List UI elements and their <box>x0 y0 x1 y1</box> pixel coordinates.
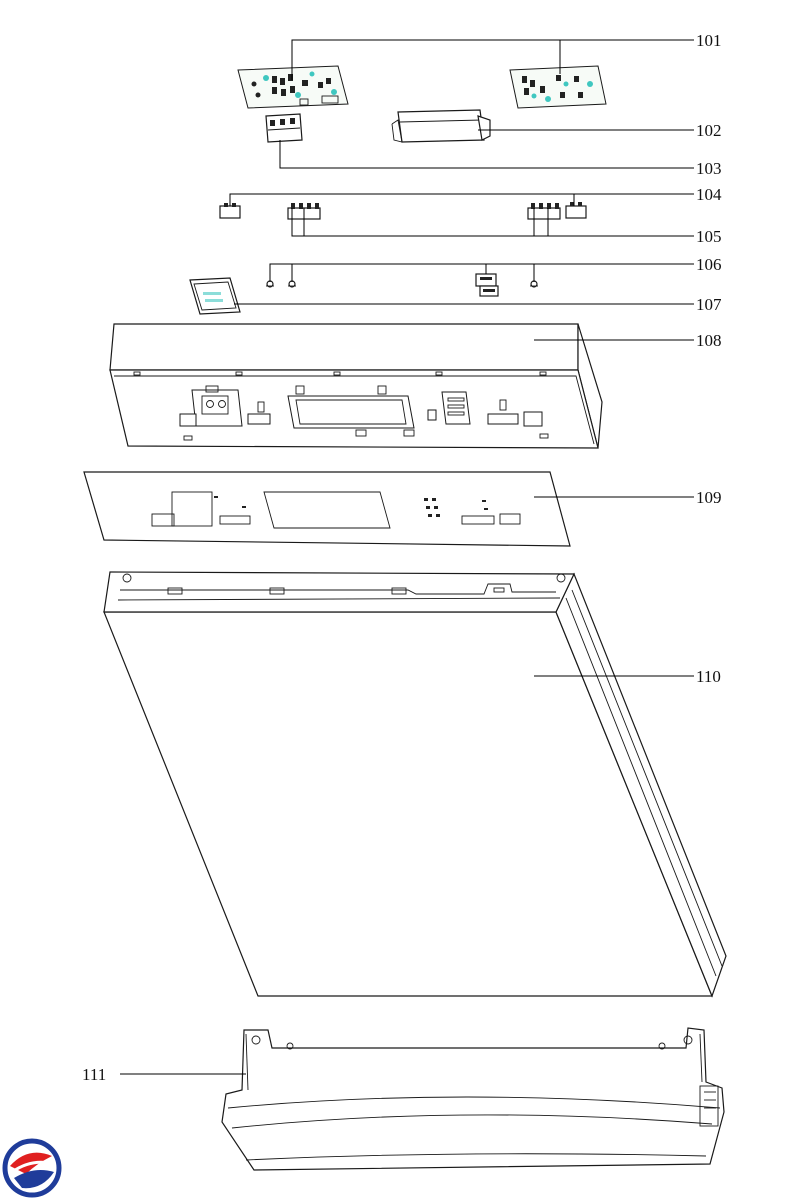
part-109-decor-panel <box>83 471 571 547</box>
part-101-control-board-right <box>509 65 607 109</box>
part-102-display-module <box>391 109 491 143</box>
callout-111: 111 <box>82 1065 106 1084</box>
callout-102: 102 <box>696 121 722 140</box>
part-110-outer-door <box>103 571 727 998</box>
brand-swirl-icon <box>2 1138 62 1198</box>
callout-109: 109 <box>696 488 722 507</box>
leader-104 <box>229 193 694 206</box>
part-103-connector <box>265 113 303 143</box>
leader-105 <box>291 208 694 237</box>
callout-108: 108 <box>696 331 722 350</box>
part-108-control-housing <box>109 323 603 449</box>
part-101-control-board-left <box>237 65 349 109</box>
part-107-keypad-cover <box>189 277 241 315</box>
callout-106: 106 <box>696 255 722 274</box>
callout-labels: 101 102 103 104 105 106 107 108 109 110 … <box>82 31 722 1084</box>
leader-106 <box>269 263 694 282</box>
part-104-switch-right <box>565 202 587 219</box>
callout-107: 107 <box>696 295 722 314</box>
callout-103: 103 <box>696 159 722 178</box>
callout-104: 104 <box>696 185 722 204</box>
leader-lines <box>120 39 694 1075</box>
callout-105: 105 <box>696 227 722 246</box>
callout-101: 101 <box>696 31 722 50</box>
leader-103 <box>279 140 694 169</box>
part-106-clip <box>475 273 499 297</box>
callout-110: 110 <box>696 667 721 686</box>
part-105-switch-group-right <box>527 203 561 220</box>
leader-101 <box>291 39 694 80</box>
part-111-bottom-trim <box>221 1027 725 1171</box>
